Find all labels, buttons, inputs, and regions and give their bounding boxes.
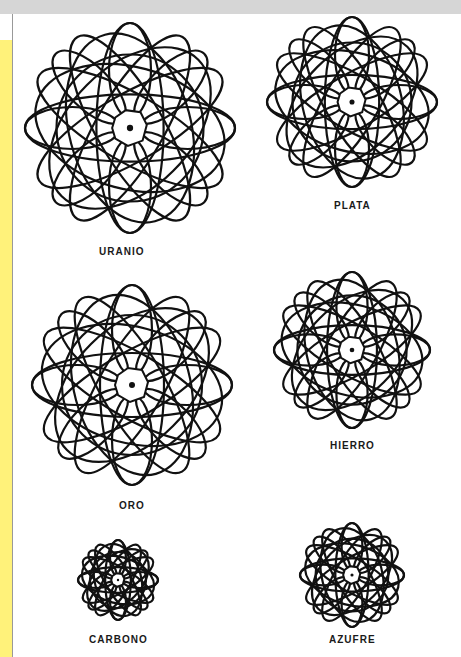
element-name: URANIO: [97, 246, 146, 258]
element-name: CARBONO: [87, 634, 150, 646]
side-strip: [0, 40, 12, 657]
uranium-atom: [19, 17, 242, 240]
silver-atom: [262, 12, 442, 192]
element-name: HIERRO: [328, 440, 377, 452]
element-name: AZUFRE: [327, 634, 378, 646]
sulfur-atom: [297, 520, 407, 630]
element-name: ORO: [117, 500, 147, 512]
carbon-atom: [76, 538, 161, 623]
iron-atom: [269, 267, 434, 432]
element-name: PLATA: [332, 200, 373, 212]
gold-atom: [26, 279, 238, 491]
top-bar: [0, 0, 461, 14]
